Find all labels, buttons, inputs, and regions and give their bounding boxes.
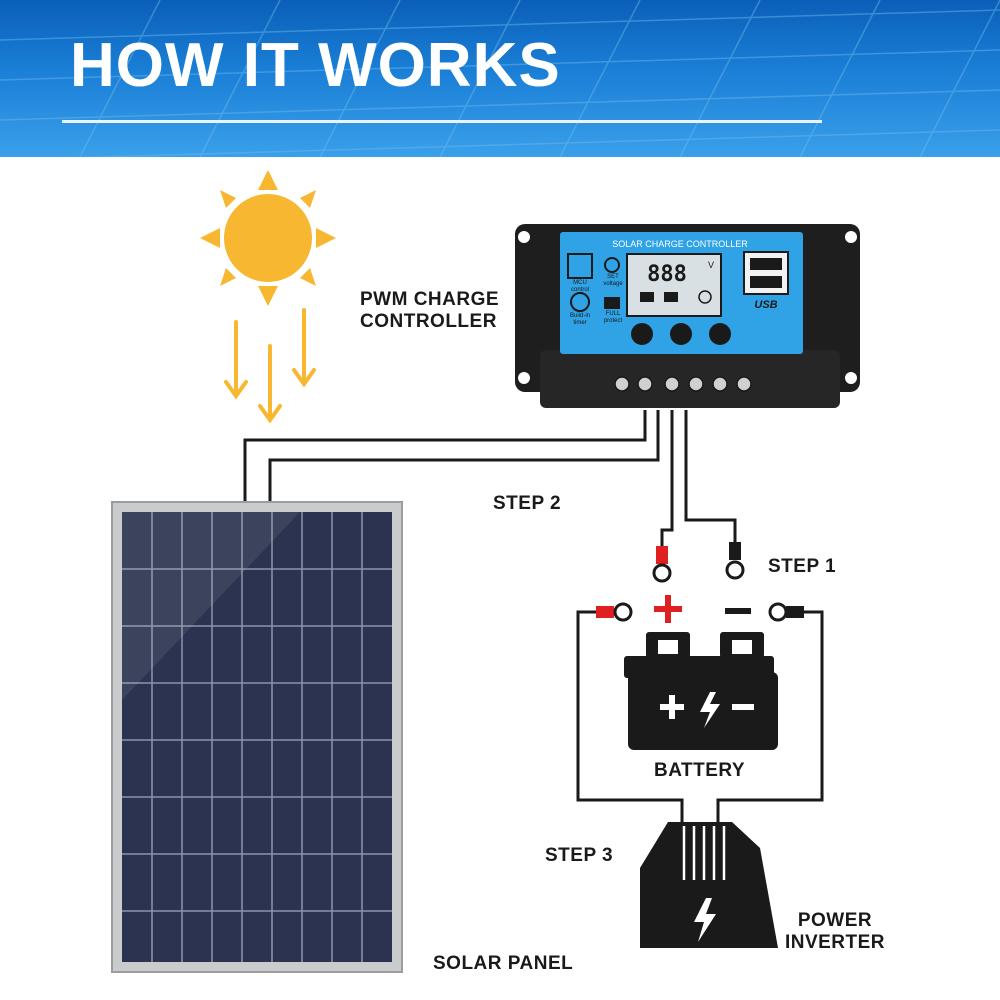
lcd-unit: V [708, 260, 714, 270]
controller-button-3 [709, 323, 731, 345]
mcu-icon [567, 253, 593, 279]
set-voltage-icon [604, 257, 620, 273]
step1-terminals [652, 542, 745, 583]
step3-label: STEP 3 [545, 845, 614, 866]
battery-label: BATTERY [654, 760, 746, 781]
title-underline [62, 120, 822, 123]
charge-controller: SOLAR CHARGE CONTROLLER 888 V USB [515, 224, 860, 408]
lock-icon [604, 297, 620, 309]
controller-face-title: SOLAR CHARGE CONTROLLER [612, 239, 748, 249]
timer-label: Build-in timer [569, 313, 590, 326]
page-title: HOW IT WORKS [70, 31, 561, 100]
controller-button-1 [631, 323, 653, 345]
step1-label: STEP 1 [768, 556, 837, 577]
timer-icon [570, 292, 590, 312]
full-protect-label: FULL protect [603, 311, 623, 324]
sun-icon [200, 170, 336, 306]
solar-panel-label: SOLAR PANEL [433, 953, 574, 974]
usb-label: USB [754, 299, 777, 311]
wires [243, 410, 824, 822]
controller-button-2 [670, 323, 692, 345]
controller-label: PWM CHARGE CONTROLLER [360, 289, 500, 332]
lcd-flow-icon [640, 290, 712, 304]
sun-ray-arrows-icon [224, 308, 316, 424]
power-inverter-icon [640, 822, 778, 948]
step2-label: STEP 2 [493, 493, 562, 514]
inverter-label: POWER INVERTER [784, 910, 886, 953]
battery-icon [624, 632, 778, 750]
minus-icon [725, 608, 751, 614]
set-voltage-label: SET voltage [603, 274, 623, 287]
terminal-screws [614, 376, 752, 392]
solar-panel-background [0, 0, 1000, 157]
plus-icon [654, 595, 682, 623]
solar-panel [111, 501, 403, 973]
lcd-readout: 888 [647, 262, 687, 287]
mcu-label: MCU control [570, 280, 589, 293]
header-banner: HOW IT WORKS [0, 0, 1000, 157]
inverter-terminals [596, 602, 804, 622]
